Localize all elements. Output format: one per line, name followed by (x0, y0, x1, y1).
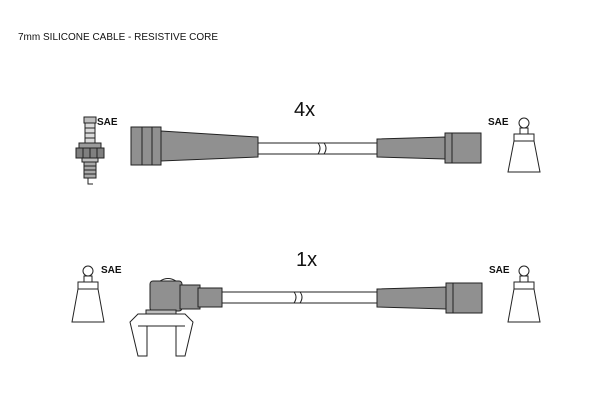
ignition-cable (257, 142, 379, 155)
plug-boot (130, 126, 259, 166)
sae-terminal-icon (507, 117, 541, 173)
top-right-sae-label: SAE (488, 117, 509, 128)
ignition-cable (221, 291, 379, 304)
sae-terminal-icon (71, 265, 105, 323)
top-left-sae-label: SAE (97, 117, 118, 128)
distributor-boot (376, 282, 483, 314)
diagram-caption: 7mm SILICONE CABLE - RESISTIVE CORE (18, 32, 219, 43)
top-set-quantity: 4x (294, 99, 316, 121)
bottom-right-sae-label: SAE (489, 265, 510, 276)
angled-plug-boot (129, 278, 223, 357)
spark-plug-icon (75, 116, 105, 185)
distributor-boot (376, 132, 482, 164)
bottom-set-quantity: 1x (296, 249, 318, 271)
sae-terminal-icon (507, 265, 541, 323)
bottom-left-sae-label: SAE (101, 265, 122, 276)
